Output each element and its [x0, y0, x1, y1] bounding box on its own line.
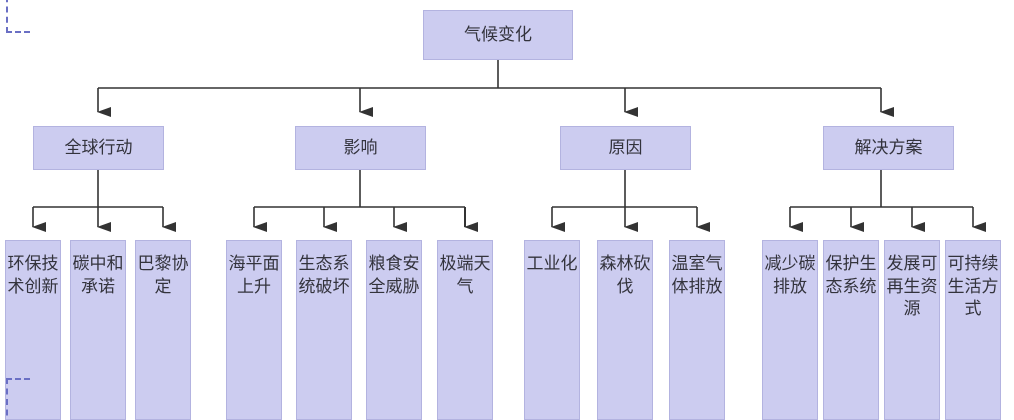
node-industrialization[interactable]: 工业化 — [524, 240, 580, 420]
node-label: 森林砍伐 — [599, 254, 651, 296]
node-label: 发展可再生资源 — [886, 254, 938, 319]
node-extreme-weather[interactable]: 极端天气 — [437, 240, 493, 420]
node-food-security-threat[interactable]: 粮食安全威胁 — [366, 240, 422, 420]
node-label: 工业化 — [526, 254, 578, 273]
node-label: 温室气体排放 — [671, 254, 723, 296]
node-greenhouse-gas-emissions[interactable]: 温室气体排放 — [669, 240, 725, 420]
node-paris-agreement[interactable]: 巴黎协定 — [135, 240, 191, 420]
node-global-action[interactable]: 全球行动 — [33, 126, 164, 170]
node-protect-ecosystems[interactable]: 保护生态系统 — [823, 240, 879, 420]
node-label: 可持续生活方式 — [947, 254, 999, 319]
node-label: 环保技术创新 — [7, 254, 59, 296]
node-sustainable-lifestyle[interactable]: 可持续生活方式 — [945, 240, 1001, 420]
node-green-tech-innovation[interactable]: 环保技术创新 — [5, 240, 61, 420]
node-label: 全球行动 — [64, 137, 133, 157]
node-ecosystem-damage[interactable]: 生态系统破坏 — [296, 240, 352, 420]
node-label: 解决方案 — [854, 137, 923, 157]
node-label: 影响 — [343, 137, 378, 157]
node-carbon-neutral-pledge[interactable]: 碳中和承诺 — [70, 240, 126, 420]
node-deforestation[interactable]: 森林砍伐 — [597, 240, 653, 420]
node-sea-level-rise[interactable]: 海平面上升 — [226, 240, 282, 420]
node-label: 巴黎协定 — [137, 254, 189, 296]
node-label: 碳中和承诺 — [72, 254, 124, 296]
node-root-climate-change[interactable]: 气候变化 — [423, 10, 573, 60]
node-label: 气候变化 — [464, 24, 532, 44]
node-label: 粮食安全威胁 — [368, 254, 420, 296]
node-label: 生态系统破坏 — [298, 254, 350, 296]
node-reduce-carbon-emissions[interactable]: 减少碳排放 — [762, 240, 818, 420]
node-impact[interactable]: 影响 — [295, 126, 426, 170]
node-causes[interactable]: 原因 — [560, 126, 691, 170]
node-label: 保护生态系统 — [825, 254, 877, 296]
node-label: 海平面上升 — [228, 254, 280, 296]
node-solutions[interactable]: 解决方案 — [823, 126, 954, 170]
node-label: 减少碳排放 — [764, 254, 816, 296]
node-label: 原因 — [608, 137, 643, 157]
node-label: 极端天气 — [439, 254, 491, 296]
node-develop-renewable-resources[interactable]: 发展可再生资源 — [884, 240, 940, 420]
selection-marker-top-left — [6, 0, 30, 33]
